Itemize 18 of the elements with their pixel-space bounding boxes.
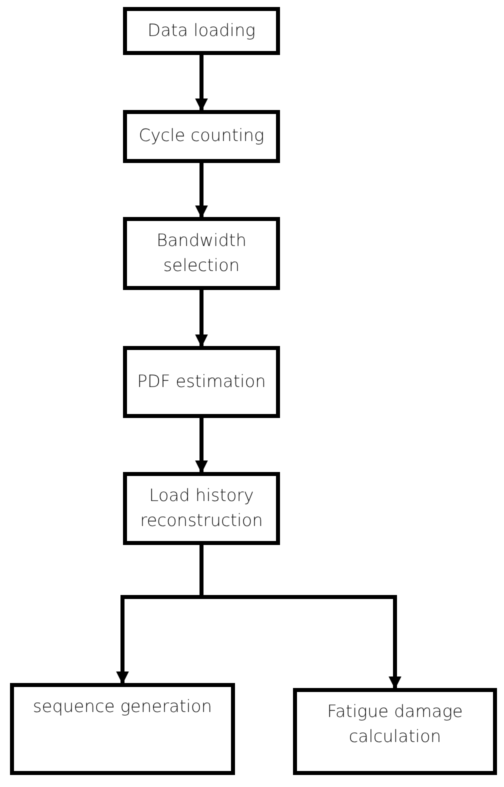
arrow [195,163,208,218]
process-box [123,110,280,163]
box-label: Load history reconstruction [139,484,264,532]
process-box [123,346,280,418]
box-label: Cycle counting [138,125,264,148]
arrow [195,290,208,348]
arrow [195,55,208,112]
arrow [195,418,208,474]
process-box [123,217,280,290]
box-label: PDF estimation [137,370,266,394]
box-label: Fatigue damage calculation [326,701,464,749]
process-box [293,688,497,775]
box-label: Bandwidth selection [156,230,248,278]
process-box [123,472,280,545]
process-box [10,683,235,775]
process-box [123,7,280,55]
box-label: Data loading [147,20,256,43]
box-label: sequence generation [32,696,212,719]
